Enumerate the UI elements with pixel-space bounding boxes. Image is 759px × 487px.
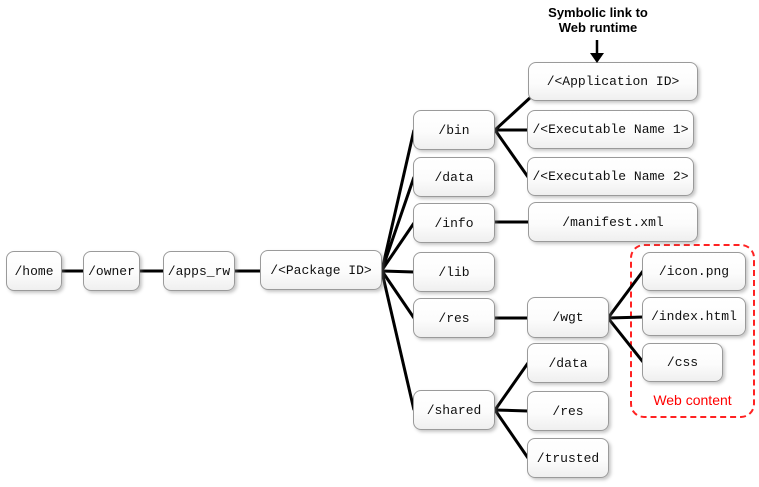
node-shared: /shared (413, 390, 495, 430)
node-icon-png: /icon.png (642, 252, 746, 291)
node-bin: /bin (413, 110, 495, 150)
node-shared-res: /res (527, 391, 609, 431)
web-content-label: Web content (653, 392, 732, 408)
node-manifest-xml: /manifest.xml (528, 202, 698, 242)
node-wgt: /wgt (527, 297, 609, 338)
node-lib: /lib (413, 252, 495, 292)
node-package-id: /<Package ID> (260, 250, 382, 290)
node-application-id: /<Application ID> (528, 62, 698, 101)
symbolic-link-annotation: Symbolic link to Web runtime (520, 5, 676, 35)
node-index-html: /index.html (642, 297, 746, 336)
node-executable-name-1: /<Executable Name 1> (527, 110, 694, 149)
node-data: /data (413, 157, 495, 197)
node-res: /res (413, 298, 495, 338)
node-owner: /owner (83, 251, 140, 291)
node-shared-data: /data (527, 343, 609, 383)
symbolic-link-annotation-line2: Web runtime (558, 20, 638, 35)
node-apps-rw: /apps_rw (163, 251, 235, 291)
node-executable-name-2: /<Executable Name 2> (527, 157, 694, 196)
node-home: /home (6, 251, 62, 291)
node-trusted: /trusted (527, 438, 609, 478)
node-info: /info (413, 203, 495, 243)
node-css: /css (642, 343, 723, 382)
web-content-group-outline (630, 244, 755, 418)
symbolic-link-annotation-line1: Symbolic link to (548, 5, 648, 20)
